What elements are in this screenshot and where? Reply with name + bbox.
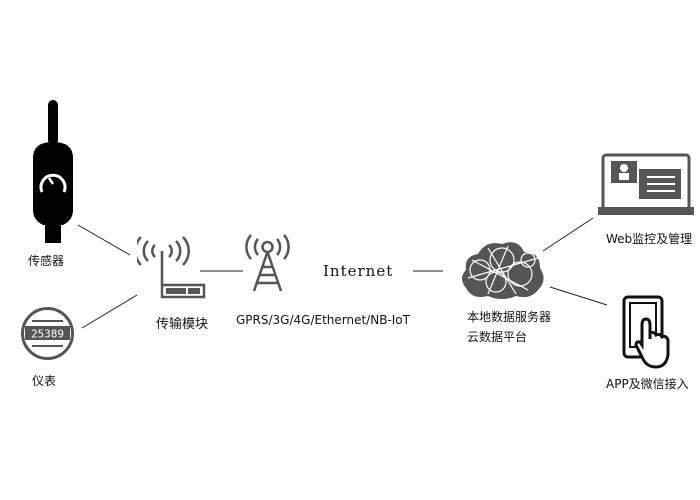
cloud-platform-label: 云数据平台 <box>467 330 528 344</box>
link-sensor-module <box>77 224 131 256</box>
sensor-icon <box>33 100 73 243</box>
meter-label: 仪表 <box>32 374 57 388</box>
link-cloud-web <box>542 217 594 252</box>
laptop-web-icon <box>598 153 694 215</box>
meter-digits: 25389 <box>31 328 64 341</box>
internet-label: Internet <box>323 262 394 280</box>
web-label: Web监控及管理 <box>606 232 693 246</box>
app-label: APP及微信接入 <box>606 377 689 391</box>
server-label: 本地数据服务器 <box>467 310 552 324</box>
link-meter-module <box>81 294 138 329</box>
tablet-touch-icon <box>622 295 670 369</box>
cell-tower-icon <box>245 234 290 292</box>
module-label: 传输模块 <box>156 317 209 332</box>
sensor-label: 传感器 <box>28 254 65 268</box>
network-label: GPRS/3G/4G/Ethernet/NB-IoT <box>236 313 410 327</box>
link-cloud-app <box>549 286 608 306</box>
meter-icon: 25389 <box>21 307 74 360</box>
cloud-server-icon <box>462 242 544 299</box>
transmission-module-icon <box>137 236 206 299</box>
